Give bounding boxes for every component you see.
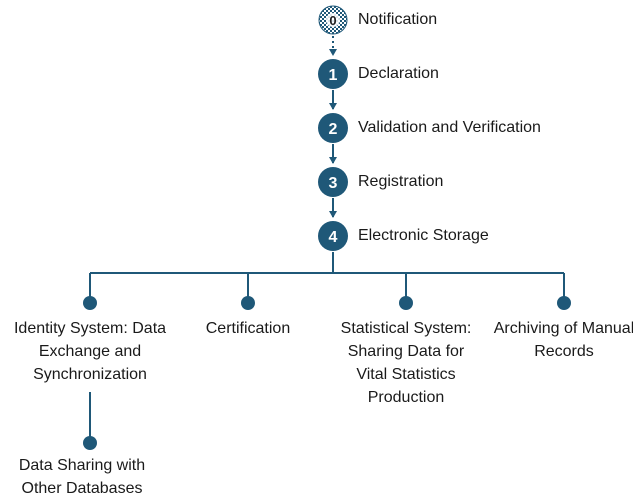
branch-dot-3	[399, 296, 413, 310]
branch-label-statistical-system: Statistical System: Sharing Data for Vit…	[340, 320, 472, 406]
branch-dot-2	[241, 296, 255, 310]
step-number-1: 1	[329, 67, 338, 84]
step-label-notification: Notification	[358, 11, 438, 28]
branch-dot-4	[557, 296, 571, 310]
branch-label-identity-system: Identity System: Data Exchange and Synch…	[13, 320, 167, 383]
branch-dot-1	[83, 296, 97, 310]
branch-label-certification: Certification	[205, 320, 291, 337]
sub-branch-label-data-sharing: Data Sharing with Other Databases	[18, 457, 146, 497]
step-node-1: 1	[318, 59, 348, 89]
sub-branch-dot	[83, 436, 97, 450]
step-node-4: 4	[318, 221, 348, 251]
step-number-0: 0	[329, 13, 336, 28]
step-label-declaration: Declaration	[358, 65, 439, 82]
step-number-2: 2	[329, 121, 338, 138]
step-node-3: 3	[318, 167, 348, 197]
step-number-4: 4	[329, 229, 338, 246]
step-label-electronic-storage: Electronic Storage	[358, 227, 489, 244]
step-number-3: 3	[329, 175, 338, 192]
branch-label-archiving: Archiving of Manual Records	[493, 320, 633, 360]
step-label-registration: Registration	[358, 173, 444, 190]
step-label-validation: Validation and Verification	[358, 119, 541, 136]
step-node-0: 0	[318, 5, 348, 35]
step-node-2: 2	[318, 113, 348, 143]
